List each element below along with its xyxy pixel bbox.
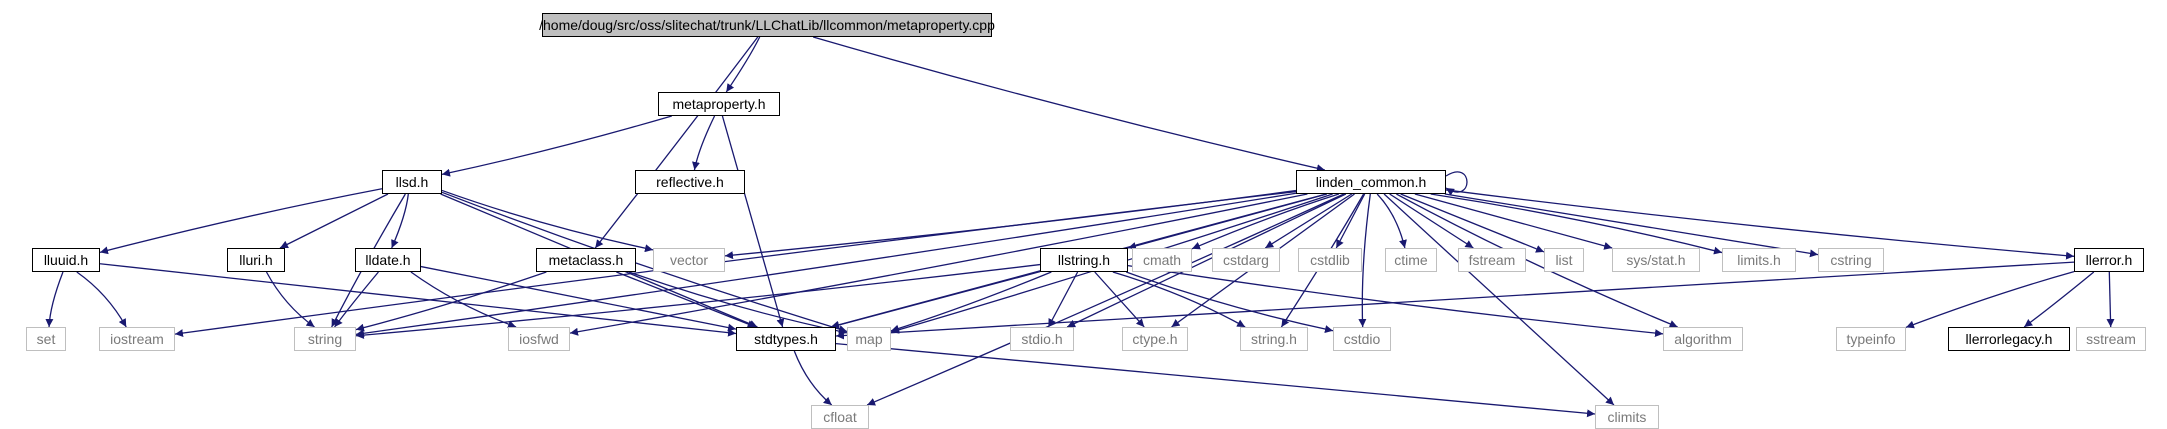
edge-llsd-h-to-lldate-h xyxy=(391,193,409,249)
edge-metaproperty-h-to-reflective-h xyxy=(692,115,716,171)
node-ctype-h: ctype.h xyxy=(1122,327,1188,351)
edge-main-to-linden-common-h xyxy=(812,36,1325,173)
edge-linden-common-h-to-list xyxy=(1400,193,1545,253)
node-cstdarg: cstdarg xyxy=(1212,248,1280,272)
edge-llstring-h-to-stdtypes-h xyxy=(831,271,1041,329)
node-llerrorlegacy-h[interactable]: llerrorlegacy.h xyxy=(1948,327,2070,351)
edge-lluri-h-to-string xyxy=(265,271,315,328)
node-metaproperty-h[interactable]: metaproperty.h xyxy=(658,92,780,116)
node-cstdio: cstdio xyxy=(1333,327,1391,351)
edge-linden-common-h-to-ctime xyxy=(1376,193,1407,249)
edge-llstring-h-to-ctype-h xyxy=(1094,271,1145,328)
node-llstring-h[interactable]: llstring.h xyxy=(1040,248,1128,272)
edge-llerror-h-to-stdtypes-h xyxy=(835,261,2075,340)
edge-lldate-h-to-stdtypes-h xyxy=(420,265,737,332)
edge-llerror-h-to-typeinfo xyxy=(1905,270,2075,329)
edge-linden-common-h-to-cmath xyxy=(1191,193,1340,250)
edge-lluuid-h-to-stdtypes-h xyxy=(99,263,737,337)
node-limits-h: limits.h xyxy=(1722,248,1796,272)
edge-linden-common-h-to-cstdlib xyxy=(1335,193,1366,249)
node-metaclass-h[interactable]: metaclass.h xyxy=(536,248,636,272)
node-cstring: cstring xyxy=(1818,248,1884,272)
edge-stdtypes-h-to-cfloat xyxy=(793,350,833,406)
edge-linden-common-h-to-limits-h xyxy=(1430,193,1723,255)
node-climits: climits xyxy=(1595,405,1659,429)
node-reflective-h[interactable]: reflective.h xyxy=(635,170,745,194)
node-cfloat: cfloat xyxy=(811,405,869,429)
node-main[interactable]: /home/doug/src/oss/slitechat/trunk/LLCha… xyxy=(539,13,995,37)
node-lluri-h[interactable]: lluri.h xyxy=(227,248,285,272)
node-llerror-h[interactable]: llerror.h xyxy=(2074,248,2144,272)
node-set: set xyxy=(26,327,66,351)
edge-linden-common-h-to-stdio-h xyxy=(1066,193,1347,328)
edge-linden-common-h-to-cstdio xyxy=(1358,193,1371,328)
edge-llstring-h-to-string-h xyxy=(1112,271,1246,328)
node-vector: vector xyxy=(653,248,725,272)
edge-lluuid-h-to-set xyxy=(45,271,64,328)
edge-linden-common-h-to-sys-stat-h xyxy=(1414,193,1613,250)
edge-llerror-h-to-llerrorlegacy-h xyxy=(2023,271,2095,328)
node-stdtypes-h[interactable]: stdtypes.h xyxy=(736,327,836,351)
node-map: map xyxy=(847,327,891,351)
edge-metaproperty-h-to-llsd-h xyxy=(441,115,672,177)
node-cmath: cmath xyxy=(1132,248,1192,272)
edge-llstring-h-to-stdio-h xyxy=(1047,271,1079,328)
edge-llsd-h-to-lluri-h xyxy=(279,193,389,249)
node-sstream: sstream xyxy=(2076,327,2146,351)
node-string-h: string.h xyxy=(1240,327,1308,351)
node-typeinfo: typeinfo xyxy=(1836,327,1906,351)
edge-stdtypes-h-to-climits xyxy=(835,342,1596,418)
edge-llstring-h-to-string xyxy=(355,263,1041,340)
edge-metaclass-h-to-map xyxy=(628,271,848,336)
node-linden-common-h[interactable]: linden_common.h xyxy=(1296,170,1446,194)
edge-main-to-metaproperty-h xyxy=(725,36,761,93)
node-lluuid-h[interactable]: lluuid.h xyxy=(32,248,100,272)
node-stdio-h: stdio.h xyxy=(1010,327,1074,351)
node-ctime: ctime xyxy=(1385,248,1437,272)
edge-main-to-metaclass-h xyxy=(594,36,759,249)
edge-llsd-h-to-lluuid-h xyxy=(99,188,383,255)
edge-metaproperty-h-to-stdtypes-h xyxy=(721,115,785,328)
edge-linden-common-h-to-iosfwd xyxy=(569,193,1308,336)
edge-linden-common-h-to-llerror-h xyxy=(1445,189,2075,260)
edge-linden-common-h-to-iostream xyxy=(174,190,1297,338)
edge-linden-common-h-to-climits xyxy=(1383,193,1615,406)
edge-llstring-h-to-map xyxy=(890,271,1052,333)
node-iosfwd: iosfwd xyxy=(508,327,570,351)
edge-linden-common-h-to-cstdarg xyxy=(1264,193,1353,249)
node-list: list xyxy=(1544,248,1584,272)
edge-linden-common-h-to-cstring xyxy=(1444,193,1819,258)
node-lldate-h[interactable]: lldate.h xyxy=(355,248,421,272)
edge-lluuid-h-to-iostream xyxy=(76,271,127,328)
edge-linden-common-h-to-algorithm xyxy=(1396,193,1678,328)
edge-llerror-h-to-sstream xyxy=(2106,271,2115,328)
node-llsd-h[interactable]: llsd.h xyxy=(382,170,442,194)
edge-metaclass-h-to-string xyxy=(355,271,547,332)
edge-llstring-h-to-cstdio xyxy=(1126,271,1334,333)
edge-lldate-h-to-string xyxy=(334,271,379,328)
edge-linden-common-h-to-cfloat xyxy=(866,193,1345,406)
edge-llsd-h-to-map xyxy=(441,191,848,333)
edge-llsd-h-to-vector xyxy=(441,189,654,253)
edge-metaclass-h-to-stdtypes-h xyxy=(616,271,756,328)
node-fstream: fstream xyxy=(1458,248,1526,272)
edge-linden-common-h-to-fstream xyxy=(1389,193,1474,249)
node-iostream: iostream xyxy=(99,327,175,351)
node-cstdlib: cstdlib xyxy=(1298,248,1362,272)
edge-linden-common-h-to-string xyxy=(355,192,1297,338)
node-sys-stat-h: sys/stat.h xyxy=(1612,248,1700,272)
node-algorithm: algorithm xyxy=(1663,327,1743,351)
node-string: string xyxy=(294,327,356,351)
